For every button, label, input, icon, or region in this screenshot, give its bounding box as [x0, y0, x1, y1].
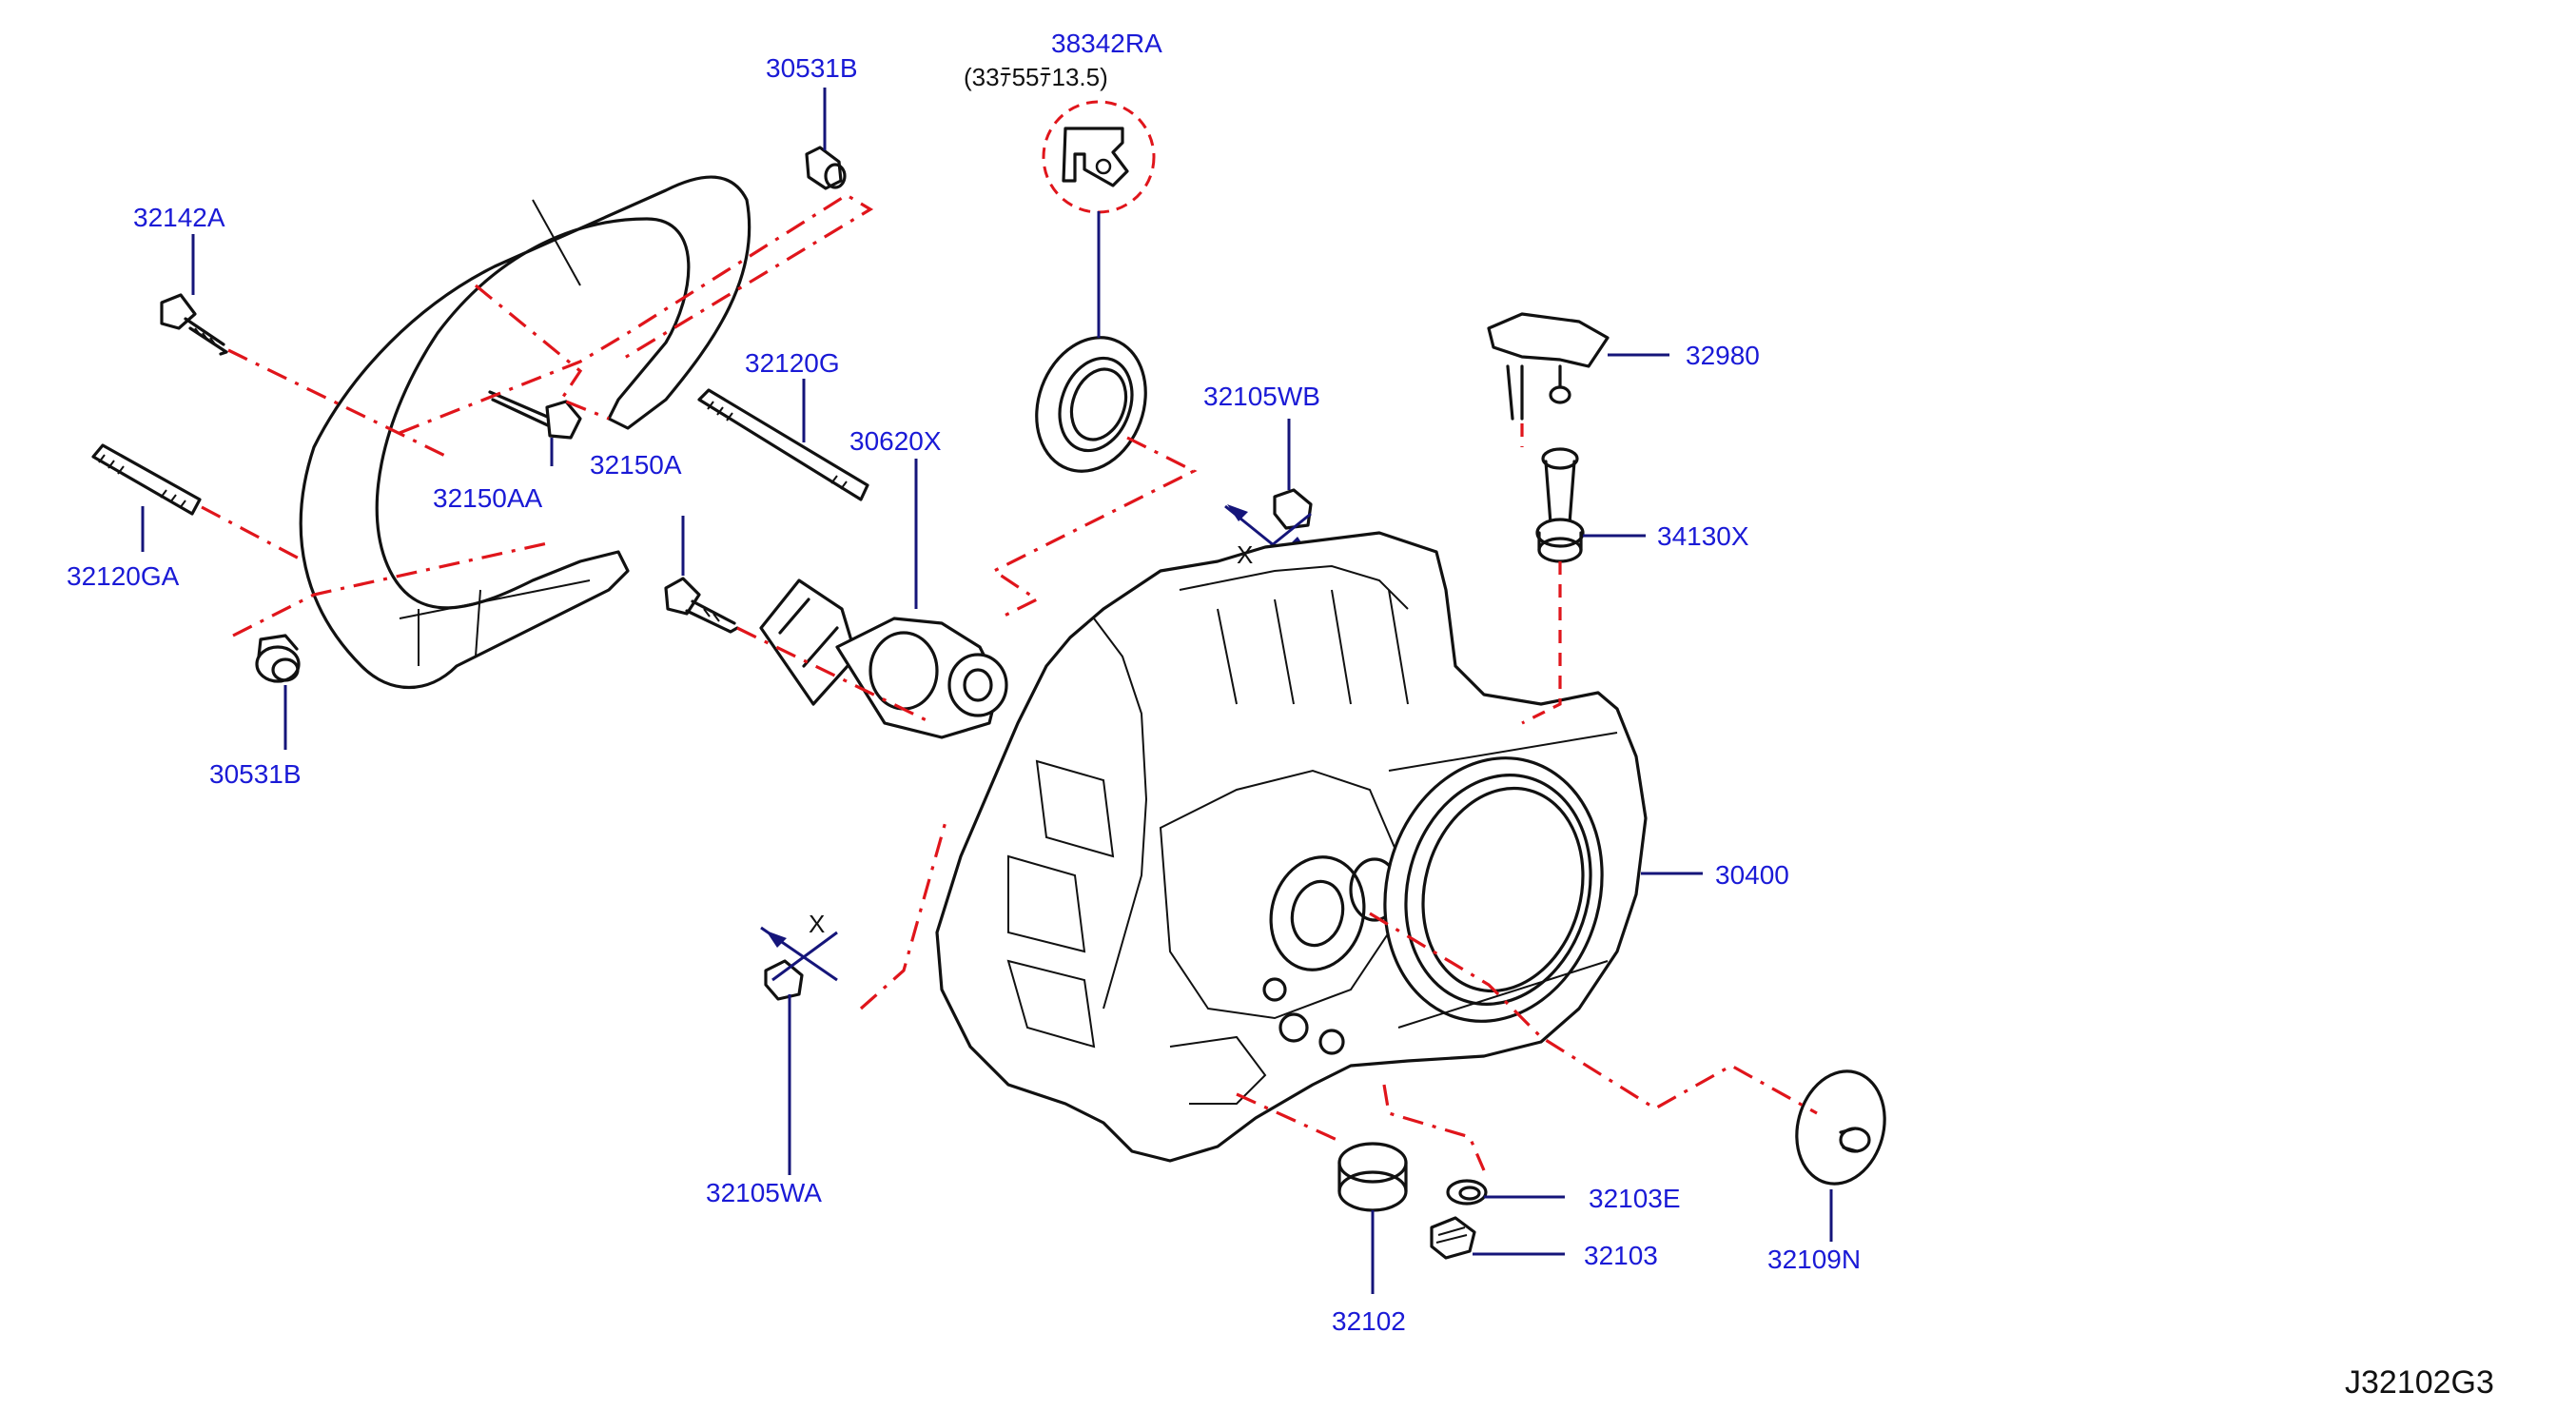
- label-32109N[interactable]: 32109N: [1767, 1245, 1862, 1274]
- housing-cover-bracket: [299, 175, 751, 690]
- transaxle-case-30400: [935, 531, 1648, 1163]
- label-32120G[interactable]: 32120G: [745, 348, 840, 378]
- breather-32102: [1337, 1142, 1408, 1212]
- bolt-32150AA: [488, 390, 582, 440]
- stud-32120GA: [91, 443, 202, 516]
- label-32142A[interactable]: 32142A: [133, 203, 225, 232]
- plug-32103: [1430, 1216, 1476, 1260]
- label-32150A[interactable]: 32150A: [590, 450, 682, 480]
- label-30400[interactable]: 30400: [1715, 860, 1789, 890]
- oil-seal-38342RA: [1035, 100, 1156, 473]
- leader-lines: [141, 88, 1833, 1294]
- label-32102[interactable]: 32102: [1332, 1306, 1406, 1336]
- release-bearing-30620X: [759, 579, 1008, 739]
- nut-30531B-top: [805, 146, 847, 190]
- label-34130X[interactable]: 34130X: [1657, 521, 1749, 551]
- sensor-32980: [1487, 312, 1610, 421]
- label-32120GA[interactable]: 32120GA: [67, 561, 180, 591]
- nut-30531B-bottom: [255, 634, 301, 683]
- label-32105WA[interactable]: 32105WA: [706, 1178, 822, 1207]
- label-30620X[interactable]: 30620X: [849, 426, 942, 456]
- bolt-32150A: [664, 577, 739, 634]
- label-32980[interactable]: 32980: [1686, 341, 1760, 370]
- rod-34130X: [1535, 447, 1585, 563]
- label-30531B-bottom[interactable]: 30531B: [209, 759, 302, 789]
- label-30531B-top[interactable]: 30531B: [766, 53, 858, 83]
- x-marker-32105WA: X: [809, 910, 826, 938]
- label-32103[interactable]: 32103: [1584, 1241, 1658, 1270]
- label-32105WB[interactable]: 32105WB: [1203, 382, 1320, 411]
- x-marker-32105WB: X: [1237, 540, 1254, 569]
- stud-32120G: [697, 388, 869, 501]
- nut-32105WA: [760, 926, 838, 1001]
- cap-32109N: [1795, 1069, 1886, 1186]
- bolt-32142A: [160, 293, 228, 356]
- washer-32103E: [1446, 1179, 1488, 1206]
- diagram-reference-code: J32102G3: [2345, 1364, 2494, 1401]
- assembly-center-lines: [201, 193, 1818, 1171]
- label-38342RA[interactable]: 38342RA: [1051, 29, 1162, 58]
- label-32103E[interactable]: 32103E: [1589, 1184, 1681, 1213]
- label-32150AA[interactable]: 32150AA: [433, 483, 543, 513]
- label-38342RA-size: (33ﾃ55ﾃ13.5): [964, 63, 1108, 91]
